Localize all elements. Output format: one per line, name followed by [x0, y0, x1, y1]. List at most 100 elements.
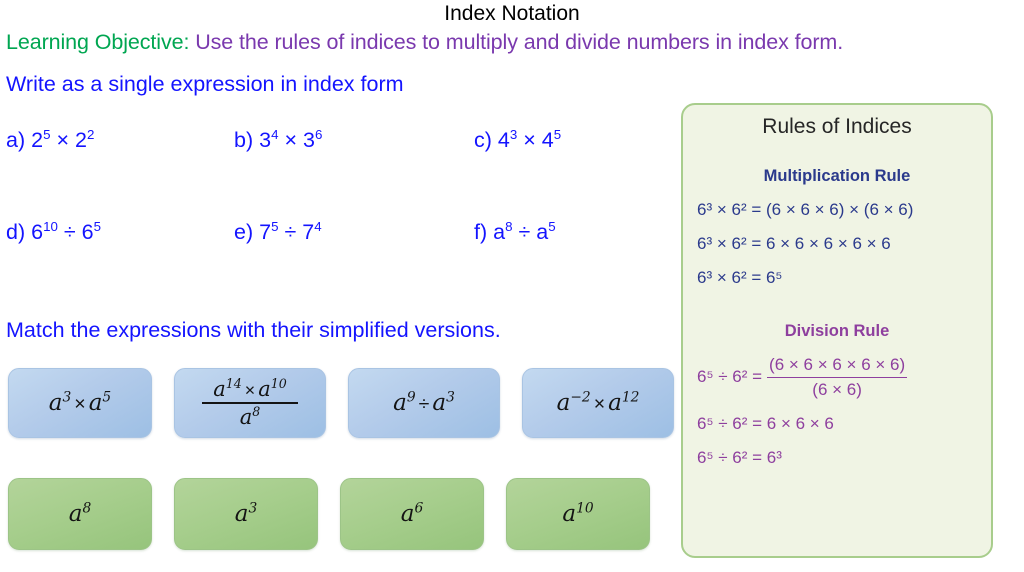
- answer-card-3[interactable]: a6: [340, 478, 484, 550]
- question-c-base1: 4: [497, 128, 510, 152]
- answer-card-4[interactable]: a10: [506, 478, 650, 550]
- question-a-exp1: 5: [43, 126, 51, 142]
- division-line-3: 6⁵ ÷ 6² = 6³: [697, 447, 782, 467]
- answer-1-base: a: [68, 500, 83, 527]
- expression-cards-row: a3×a5 a14×a10 a8 a9÷a3 a−2×a12: [8, 368, 696, 438]
- question-c-exp2: 5: [553, 126, 562, 142]
- expression-4-operator: ×: [593, 392, 606, 415]
- expression-2-num-exp2: 10: [270, 375, 287, 391]
- question-d-base1: 6: [31, 220, 44, 244]
- expression-3-base2: a: [432, 389, 447, 416]
- question-e-label: e): [234, 220, 260, 244]
- questions-grid: a) 25 × 22 b) 34 × 36 c) 43 × 45 d) 610 …: [6, 128, 666, 312]
- division-line-1: 6⁵ ÷ 6² = (6 × 6 × 6 × 6 × 6) (6 × 6): [697, 355, 991, 400]
- expression-2-num-base2: a: [258, 376, 271, 401]
- question-c: c) 43 × 45: [474, 128, 666, 220]
- expression-2-num-base1: a: [213, 376, 226, 401]
- division-line-2: 6⁵ ÷ 6² = 6 × 6 × 6: [697, 413, 834, 433]
- rules-panel-heading: Rules of Indices: [762, 115, 912, 138]
- question-c-op: ×: [517, 128, 542, 152]
- question-d-op: ÷: [57, 220, 82, 244]
- expression-3-operator: ÷: [418, 392, 430, 415]
- expression-4-base2: a: [608, 389, 622, 416]
- answer-2-base: a: [234, 500, 249, 527]
- questions-row-2: d) 610 ÷ 65 e) 75 ÷ 74 f) a8 ÷ a5: [6, 220, 666, 312]
- question-b-label: b): [234, 128, 260, 152]
- expression-4-exp2: 12: [621, 388, 640, 405]
- question-a-base2: 2: [75, 128, 87, 152]
- multiplication-line-3: 6³ × 6² = 6⁵: [697, 268, 783, 287]
- question-a: a) 25 × 22: [6, 128, 234, 220]
- division-line-1-lhs: 6⁵ ÷ 6² =: [697, 367, 763, 387]
- answer-cards-row: a8 a3 a6 a10: [8, 478, 672, 550]
- question-e-base1: 7: [259, 220, 272, 244]
- division-rule-lines: 6⁵ ÷ 6² = (6 × 6 × 6 × 6 × 6) (6 × 6) 6⁵…: [683, 355, 991, 468]
- expression-3: a9÷a3: [393, 388, 455, 416]
- expression-card-3[interactable]: a9÷a3: [348, 368, 500, 438]
- answer-1: a8: [68, 499, 92, 527]
- answer-card-2[interactable]: a3: [174, 478, 318, 550]
- question-f: f) a8 ÷ a5: [474, 220, 666, 312]
- division-line-1-equation: 6⁵ ÷ 6² = (6 × 6 × 6 × 6 × 6) (6 × 6): [697, 355, 908, 400]
- expression-card-4[interactable]: a−2×a12: [522, 368, 674, 438]
- question-e-exp1: 5: [271, 218, 279, 234]
- expression-1: a3×a5: [49, 388, 111, 416]
- answer-3-exp: 6: [414, 499, 424, 516]
- expression-1-operator: ×: [74, 392, 86, 415]
- rules-of-indices-panel: Rules of Indices Multiplication Rule 6³ …: [681, 103, 993, 558]
- learning-objective-text: Use the rules of indices to multiply and…: [189, 30, 844, 54]
- question-f-label: f): [474, 220, 494, 244]
- question-b-op: ×: [278, 128, 303, 152]
- answer-3: a6: [400, 499, 424, 527]
- learning-objective: Learning Objective: Use the rules of ind…: [6, 30, 843, 55]
- expression-2-denominator: a8: [236, 404, 265, 428]
- question-f-exp1: 8: [505, 218, 513, 234]
- slide-title: Index Notation: [444, 2, 580, 25]
- expression-1-base2: a: [88, 389, 103, 416]
- expression-2-fraction: a14×a10 a8: [202, 375, 298, 428]
- question-a-base1: 2: [31, 128, 44, 152]
- multiplication-line-1: 6³ × 6² = (6 × 6 × 6) × (6 × 6): [697, 200, 914, 219]
- question-b: b) 34 × 36: [234, 128, 474, 220]
- answer-3-base: a: [400, 500, 415, 527]
- expression-2-den-exp: 8: [252, 403, 261, 419]
- question-d-exp1: 10: [43, 218, 58, 234]
- expression-4-base1: a: [556, 389, 571, 416]
- question-a-op: ×: [50, 128, 75, 152]
- answer-1-exp: 8: [82, 499, 92, 516]
- expression-2-num-operator: ×: [244, 379, 256, 400]
- answer-2-exp: 3: [248, 499, 258, 516]
- expression-4-exp1: −2: [570, 388, 591, 405]
- question-d-label: d): [6, 220, 32, 244]
- expression-card-2[interactable]: a14×a10 a8: [174, 368, 326, 438]
- question-d: d) 610 ÷ 65: [6, 220, 234, 312]
- multiplication-line-2: 6³ × 6² = 6 × 6 × 6 × 6 × 6: [697, 234, 891, 253]
- question-b-exp2: 6: [314, 126, 323, 142]
- expression-3-exp2: 3: [446, 388, 455, 405]
- question-f-base2: a: [536, 220, 549, 244]
- question-a-label: a): [6, 128, 32, 152]
- expression-2-den-base: a: [239, 404, 253, 429]
- multiplication-rule-heading: Multiplication Rule: [763, 167, 911, 185]
- expression-1-exp1: 3: [62, 388, 72, 405]
- learning-objective-label: Learning Objective:: [6, 30, 190, 54]
- questions-row-1: a) 25 × 22 b) 34 × 36 c) 43 × 45: [6, 128, 666, 220]
- expression-2-num-exp1: 14: [225, 375, 242, 391]
- question-f-base1: a: [493, 220, 506, 244]
- answer-4-exp: 10: [576, 499, 594, 516]
- question-b-base2: 3: [303, 128, 315, 152]
- answer-card-1[interactable]: a8: [8, 478, 152, 550]
- division-fraction-bar: [767, 376, 908, 379]
- question-c-exp1: 3: [509, 126, 518, 142]
- multiplication-rule-lines: 6³ × 6² = (6 × 6 × 6) × (6 × 6) 6³ × 6² …: [683, 200, 991, 288]
- question-d-base2: 6: [81, 220, 94, 244]
- question-f-op: ÷: [512, 220, 537, 244]
- expression-card-1[interactable]: a3×a5: [8, 368, 152, 438]
- question-b-exp1: 4: [271, 126, 279, 142]
- instruction-match-expressions: Match the expressions with their simplif…: [6, 318, 501, 342]
- fraction-bar: [202, 401, 298, 404]
- division-rule-heading: Division Rule: [784, 322, 890, 340]
- division-line-1-fraction: (6 × 6 × 6 × 6 × 6) (6 × 6): [767, 355, 908, 400]
- answer-2: a3: [234, 499, 258, 527]
- answer-4: a10: [562, 499, 594, 526]
